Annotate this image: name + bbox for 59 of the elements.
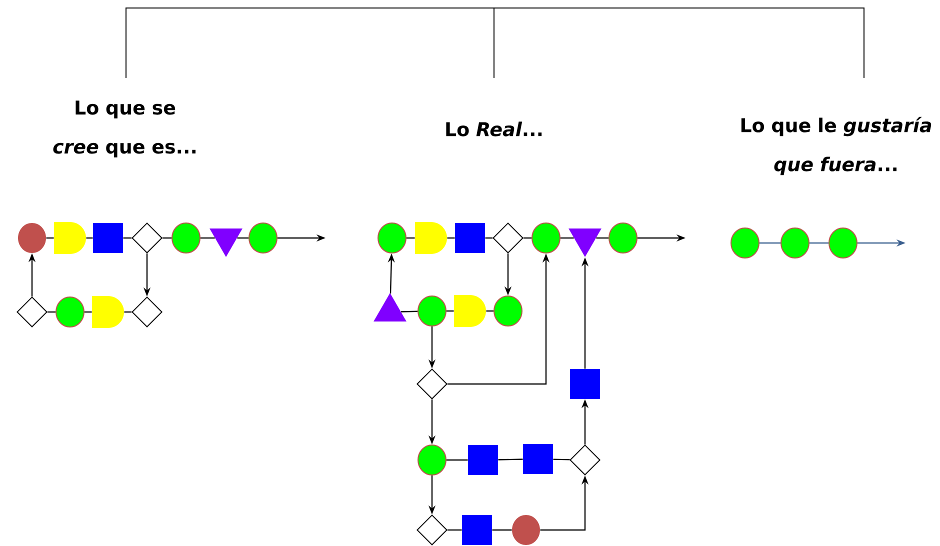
connector-line <box>406 237 415 239</box>
square <box>523 444 553 474</box>
d-shape <box>454 295 486 327</box>
connector-line <box>237 237 248 239</box>
connector-line <box>86 237 93 239</box>
connector-line <box>123 237 132 239</box>
square <box>93 223 123 253</box>
circle <box>494 296 522 326</box>
square <box>468 445 498 475</box>
circle <box>418 444 446 476</box>
diamond <box>416 368 448 400</box>
connector-line <box>486 310 494 312</box>
diamond <box>570 444 600 476</box>
circle <box>418 296 446 326</box>
heading: Lo que se cree que es... <box>53 100 196 158</box>
heading: Lo que le gustaría que fuera... <box>741 116 932 176</box>
connector-line <box>162 237 172 239</box>
circle <box>248 222 278 254</box>
triangle <box>374 293 406 322</box>
connector-line <box>46 237 54 239</box>
connector-line <box>124 311 132 313</box>
diamond <box>492 222 524 254</box>
circle <box>730 228 760 258</box>
heading: Lo Real... <box>446 122 542 136</box>
connector-line <box>810 242 828 244</box>
connector-line <box>447 237 455 239</box>
connector-line <box>446 310 454 312</box>
circle <box>172 222 200 254</box>
inverted-triangle <box>568 228 602 257</box>
connector-line <box>524 237 532 239</box>
circle <box>828 228 858 258</box>
square <box>455 223 485 253</box>
d-shape <box>54 222 86 254</box>
connector-line <box>448 529 462 531</box>
circle <box>608 222 638 254</box>
circle <box>780 228 810 258</box>
connector-line <box>498 458 523 460</box>
connector-line <box>596 237 608 239</box>
diamond <box>416 514 448 546</box>
connector-line <box>200 237 215 239</box>
circle <box>532 222 560 254</box>
circle <box>378 222 406 254</box>
connector-line <box>560 237 574 239</box>
inverted-triangle <box>210 228 242 257</box>
circle <box>18 223 46 253</box>
connector-line <box>401 310 418 312</box>
connector-line <box>553 458 570 460</box>
circle <box>56 296 84 328</box>
d-shape <box>92 296 124 328</box>
connector-line <box>446 459 468 461</box>
square <box>462 515 492 545</box>
circle <box>512 515 540 545</box>
connector-line <box>760 242 780 244</box>
d-shape <box>415 222 447 254</box>
connector-line <box>492 529 512 531</box>
square <box>570 369 600 399</box>
connector-line <box>48 311 56 313</box>
connector-line <box>84 311 92 313</box>
connector-line <box>485 237 492 239</box>
